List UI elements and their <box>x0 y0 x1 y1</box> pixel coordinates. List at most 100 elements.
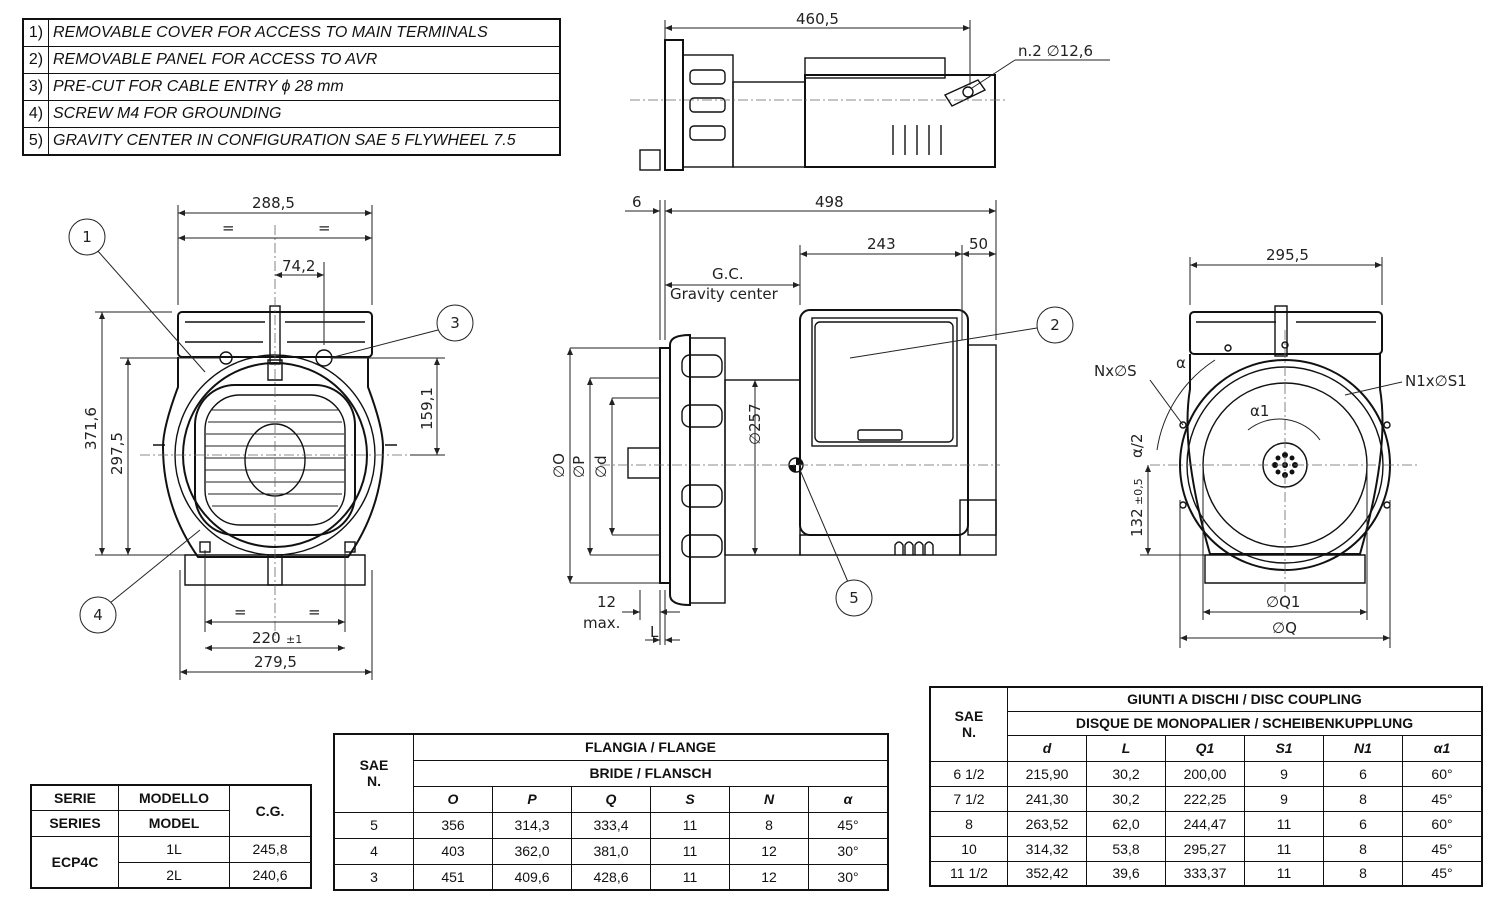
eq-mark: = <box>318 219 331 237</box>
dim-132-tol: ±0,5 <box>1132 478 1145 505</box>
dim-257: ∅257 <box>746 403 764 445</box>
dim-max: max. <box>583 614 620 632</box>
header-model: MODEL <box>118 809 230 837</box>
gc-text: Gravity center <box>670 285 779 303</box>
dim-460: 460,5 <box>796 10 839 28</box>
table-row: 3 451 409,6 428,6 11 12 30° <box>333 863 889 891</box>
n-label: N. <box>367 773 381 790</box>
label-alpha: α <box>1176 354 1186 372</box>
col-P: P <box>492 785 572 813</box>
header-serie: SERIE <box>30 784 119 811</box>
cell: 6 1/2 <box>929 760 1008 787</box>
table-row: 10 314,32 53,8 295,27 11 8 45° <box>929 835 1483 862</box>
cell: 451 <box>413 863 493 891</box>
cell: 62,0 <box>1086 810 1166 837</box>
label-NxS: Nx∅S <box>1094 362 1137 380</box>
header-disque: DISQUE DE MONOPALIER / SCHEIBENKUPPLUNG <box>1007 710 1483 736</box>
col-Q: Q <box>571 785 651 813</box>
note-row: 4)SCREW M4 FOR GROUNDING <box>22 100 561 128</box>
cell: 60° <box>1402 810 1483 837</box>
cell: 356 <box>413 811 493 839</box>
sae-label: SAE <box>359 757 389 774</box>
col-S: S <box>650 785 730 813</box>
dim-742: 74,2 <box>282 257 315 275</box>
cell: 244,47 <box>1165 810 1245 837</box>
cell: 8 <box>1323 785 1403 812</box>
cell: 295,27 <box>1165 835 1245 862</box>
col-N1: N1 <box>1323 734 1403 762</box>
dim-O: ∅O <box>550 453 568 478</box>
cell: 4 <box>333 837 414 865</box>
cell: 45° <box>1402 860 1483 887</box>
cell: 11 1/2 <box>929 860 1008 887</box>
dim-2795: 279,5 <box>254 653 297 671</box>
col-Q1: Q1 <box>1165 734 1245 762</box>
dim-Q1: ∅Q1 <box>1266 593 1300 611</box>
dim-220-tol: ±1 <box>286 633 302 646</box>
cell: 428,6 <box>571 863 651 891</box>
header-flange: FLANGIA / FLANGE <box>413 733 889 761</box>
cell: 6 <box>1323 760 1403 787</box>
side-view: 6 498 243 50 G.C. Gravity center ∅257 ∅O… <box>550 193 1074 645</box>
header-series: SERIES <box>30 809 119 837</box>
cg-cell: 245,8 <box>229 835 312 863</box>
cell: 8 <box>929 810 1008 837</box>
cell: 263,52 <box>1007 810 1087 837</box>
cell: 45° <box>808 811 889 839</box>
table-row: 5 356 314,3 333,4 11 8 45° <box>333 811 889 839</box>
cell: 12 <box>729 837 809 865</box>
callout-5 <box>835 579 873 617</box>
cell: 11 <box>650 811 730 839</box>
col-O: O <box>413 785 493 813</box>
table-row: 4 403 362,0 381,0 11 12 30° <box>333 837 889 865</box>
eq-mark: = <box>234 603 247 621</box>
cell: 30° <box>808 837 889 865</box>
model-cell: 2L <box>118 861 230 889</box>
dim-2955: 295,5 <box>1266 246 1309 264</box>
table-row: 8 263,52 62,0 244,47 11 6 60° <box>929 810 1483 837</box>
dim-P: ∅P <box>570 456 588 478</box>
callout-number: 4 <box>93 606 103 624</box>
note-number: 5) <box>22 127 49 156</box>
header-disc: GIUNTI A DISCHI / DISC COUPLING <box>1007 686 1483 712</box>
cell: 45° <box>1402 785 1483 812</box>
callout-number: 5 <box>849 589 859 607</box>
cell: 333,4 <box>571 811 651 839</box>
table-row: 11 1/2 352,42 39,6 333,37 11 8 45° <box>929 860 1483 887</box>
note-row: 3)PRE-CUT FOR CABLE ENTRY ϕ 28 mm <box>22 73 561 101</box>
cell: 241,30 <box>1007 785 1087 812</box>
cell: 362,0 <box>492 837 572 865</box>
cg-cell: 240,6 <box>229 861 312 889</box>
cell: 11 <box>650 837 730 865</box>
col-N: N <box>729 785 809 813</box>
col-alpha1: α1 <box>1402 734 1483 762</box>
cell: 314,32 <box>1007 835 1087 862</box>
cell: 8 <box>1323 835 1403 862</box>
note-row: 1)REMOVABLE COVER FOR ACCESS TO MAIN TER… <box>22 18 561 47</box>
model-cell: 1L <box>118 835 230 863</box>
cell: 8 <box>1323 860 1403 887</box>
dim-220: 220 <box>252 629 281 647</box>
cell: 8 <box>729 811 809 839</box>
header-modello: MODELLO <box>118 784 230 811</box>
table-row: 2L 240,6 <box>31 861 312 889</box>
col-alpha: α <box>808 785 889 813</box>
col-L: L <box>1086 734 1166 762</box>
gc-label: G.C. <box>712 265 744 283</box>
cell: 3 <box>333 863 414 891</box>
note-text: REMOVABLE COVER FOR ACCESS TO MAIN TERMI… <box>48 18 561 47</box>
dim-132: 132 <box>1128 508 1146 537</box>
dim-2975: 297,5 <box>108 432 126 475</box>
callout-number: 1 <box>82 228 92 246</box>
cell: 11 <box>1244 835 1324 862</box>
cell: 200,00 <box>1165 760 1245 787</box>
callout-1 <box>68 218 106 256</box>
cell: 7 1/2 <box>929 785 1008 812</box>
callout-2 <box>1036 306 1074 344</box>
dim-3716: 371,6 <box>82 407 100 450</box>
cell: 12 <box>729 863 809 891</box>
note-text: PRE-CUT FOR CABLE ENTRY ϕ 28 mm <box>48 73 561 101</box>
